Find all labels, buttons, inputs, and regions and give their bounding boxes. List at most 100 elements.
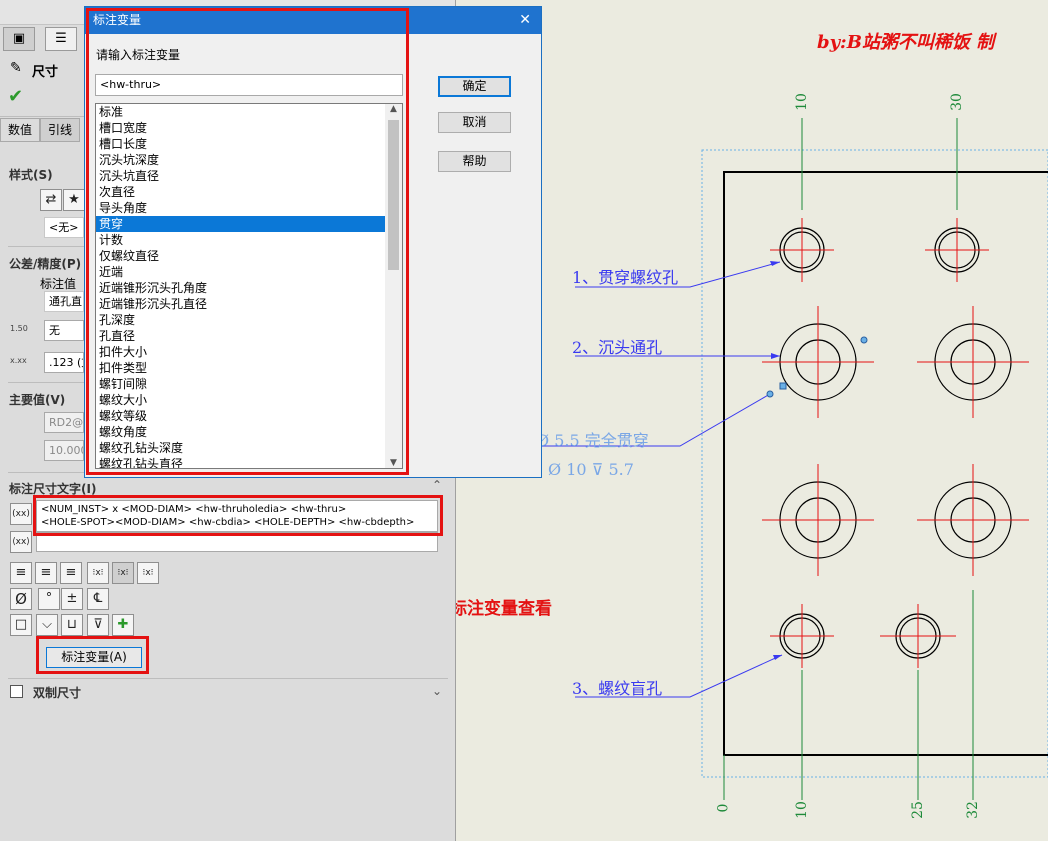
leader-callout xyxy=(540,393,771,447)
list-scrollbar[interactable]: ▲ ▼ xyxy=(385,104,402,468)
tolerance-select[interactable]: 无 xyxy=(44,320,84,341)
list-icon: ☰ xyxy=(55,31,67,46)
dim-variables-button[interactable]: 标注变量(A) xyxy=(46,647,142,668)
variable-list-item[interactable]: 标准 xyxy=(99,105,124,119)
leader-3 xyxy=(575,654,783,698)
dialog-title: 标注变量 xyxy=(93,13,142,27)
square-symbol-icon[interactable]: □ xyxy=(10,614,32,636)
variable-list-item[interactable]: 槽口宽度 xyxy=(99,121,148,135)
degree-symbol-icon[interactable]: ° xyxy=(38,588,60,610)
dim-bot-0: 0 xyxy=(715,803,732,813)
variable-list-item[interactable]: 螺纹孔钻头直径 xyxy=(99,457,184,469)
countersink-symbol-icon[interactable]: ⌵ xyxy=(36,614,58,636)
dual-dim-label: 双制尺寸 xyxy=(33,686,82,700)
property-icon: ▣ xyxy=(12,31,26,46)
property-tab-button[interactable]: ▣ xyxy=(3,27,35,51)
add-parentheses-icon[interactable]: (xx) xyxy=(10,503,32,525)
style-add-icon[interactable]: ★ xyxy=(63,189,85,211)
dimension-icon: ✎ xyxy=(10,60,22,76)
text-pos-1-icon[interactable]: ⁝x⁝ xyxy=(87,562,109,584)
label-blind-thread: 3、螺纹盲孔 xyxy=(572,679,663,698)
ok-button[interactable]: 确定 xyxy=(438,76,511,97)
variable-list-item[interactable]: 槽口长度 xyxy=(99,137,148,151)
scroll-up-icon[interactable]: ▲ xyxy=(390,104,397,114)
style-apply-icon[interactable]: ⇄ xyxy=(40,189,62,211)
view-boundary xyxy=(701,149,1048,778)
highlight-dim-text xyxy=(33,495,443,536)
dialog-prompt: 请输入标注变量 xyxy=(96,48,181,62)
align-right-icon[interactable]: ≡ xyxy=(60,562,82,584)
variable-list-item[interactable]: 螺纹大小 xyxy=(99,393,148,407)
tab-value[interactable]: 数值 xyxy=(0,118,40,142)
style-select[interactable]: <无> xyxy=(44,217,84,238)
ok-check-icon[interactable]: ✔ xyxy=(8,86,24,107)
dim-text-box[interactable]: <NUM_INST> x <MOD-DIAM> <hw-thruholedia>… xyxy=(36,500,438,532)
variable-list-item[interactable]: 贯穿 xyxy=(96,216,402,232)
dim-bot-32: 32 xyxy=(964,801,981,819)
variable-list-item[interactable]: 仅螺纹直径 xyxy=(99,249,160,263)
variable-list-item[interactable]: 近端锥形沉头孔直径 xyxy=(99,297,208,311)
text-pos-2-icon[interactable]: ⁝x⁝ xyxy=(112,562,134,584)
variable-list-item[interactable]: 计数 xyxy=(99,233,124,247)
label-cbore: 2、沉头通孔 xyxy=(572,338,663,357)
variable-list-item[interactable]: 孔直径 xyxy=(99,329,136,343)
variable-list-item[interactable]: 扣件类型 xyxy=(99,361,148,375)
primary-value-field: 10.000( xyxy=(44,440,84,461)
more-symbols-icon[interactable]: ✚ xyxy=(112,614,134,636)
text-pos-3-icon[interactable]: ⁝x⁝ xyxy=(137,562,159,584)
variable-list[interactable]: 标准槽口宽度槽口长度沉头坑深度沉头坑直径次直径导头角度贯穿计数仅螺纹直径近端近端… xyxy=(95,103,403,469)
dim-text-line-2: <HOLE-SPOT><MOD-DIAM> <hw-cbdia> <HOLE-D… xyxy=(41,517,415,528)
variable-list-item[interactable]: 螺纹孔钻头深度 xyxy=(99,441,184,455)
variable-list-item[interactable]: 螺纹角度 xyxy=(99,425,148,439)
callout-thru: Ø 5.5 完全贯穿 xyxy=(536,431,649,450)
dim-variables-dialog: 标注变量 ✕ 请输入标注变量 <hw-thru> 标准槽口宽度槽口长度沉头坑深度… xyxy=(84,6,542,478)
variable-list-item[interactable]: 孔深度 xyxy=(99,313,136,327)
dialog-titlebar[interactable]: 标注变量 ✕ xyxy=(85,7,541,34)
variable-list-item[interactable]: 螺钉间隙 xyxy=(99,377,148,391)
variable-list-item[interactable]: 沉头坑直径 xyxy=(99,169,160,183)
drawing-canvas[interactable] xyxy=(455,0,1048,841)
dual-dim-checkbox[interactable] xyxy=(10,685,23,698)
leader-1 xyxy=(575,261,781,288)
dim-bot-10: 10 xyxy=(793,801,810,819)
close-icon[interactable]: ✕ xyxy=(519,12,531,28)
variable-list-item[interactable]: 沉头坑深度 xyxy=(99,153,160,167)
depth-symbol-icon[interactable]: ⊽ xyxy=(87,614,109,636)
variable-list-item[interactable]: 近端 xyxy=(99,265,124,279)
inspection-dim-icon[interactable]: ⟨xx⟩ xyxy=(10,531,32,553)
scroll-down-icon[interactable]: ▼ xyxy=(390,458,397,468)
centerline-symbol-icon[interactable]: ℄ xyxy=(87,588,109,610)
tolerance-icon: 1.50 xyxy=(10,324,28,333)
tolerance-type-select[interactable]: 通孔直 xyxy=(44,291,84,312)
collapse-chevron-icon[interactable]: ⌃ xyxy=(432,478,443,492)
dim-bot-25: 25 xyxy=(909,801,926,819)
variable-list-item[interactable]: 扣件大小 xyxy=(99,345,148,359)
primary-section-title[interactable]: 主要值(V) xyxy=(9,393,66,407)
panel-title: 尺寸 xyxy=(32,65,59,80)
dim-top-10: 10 xyxy=(793,93,810,111)
align-center-icon[interactable]: ≡ xyxy=(35,562,57,584)
expand-chevron-icon[interactable]: ⌄ xyxy=(432,684,443,698)
counterbore-symbol-icon[interactable]: ⊔ xyxy=(61,614,83,636)
primary-ref-field: RD2@_ xyxy=(44,412,84,433)
help-button[interactable]: 帮助 xyxy=(438,151,511,172)
scroll-thumb[interactable] xyxy=(388,120,399,270)
config-tab-button[interactable]: ☰ xyxy=(45,27,77,51)
tab-leader[interactable]: 引线 xyxy=(40,118,80,142)
plusminus-symbol-icon[interactable]: ± xyxy=(61,588,83,610)
variable-list-item[interactable]: 螺纹等级 xyxy=(99,409,148,423)
tolerance-section-title[interactable]: 公差/精度(P) xyxy=(9,257,82,271)
diameter-symbol-icon[interactable]: Ø xyxy=(10,588,32,610)
variable-list-item[interactable]: 近端锥形沉头孔角度 xyxy=(99,281,208,295)
dim-text-below[interactable] xyxy=(36,532,438,552)
variable-list-item[interactable]: 导头角度 xyxy=(99,201,148,215)
align-left-icon[interactable]: ≡ xyxy=(10,562,32,584)
style-section-title[interactable]: 样式(S) xyxy=(9,168,53,182)
precision-select[interactable]: .123 (文 xyxy=(44,352,84,373)
dim-text-section-title[interactable]: 标注尺寸文字(I) xyxy=(9,482,97,496)
variable-input[interactable]: <hw-thru> xyxy=(95,74,403,96)
dim-top-30: 30 xyxy=(948,93,965,111)
cancel-button[interactable]: 取消 xyxy=(438,112,511,133)
variable-list-item[interactable]: 次直径 xyxy=(99,185,136,199)
highlight-dialog xyxy=(86,8,409,475)
